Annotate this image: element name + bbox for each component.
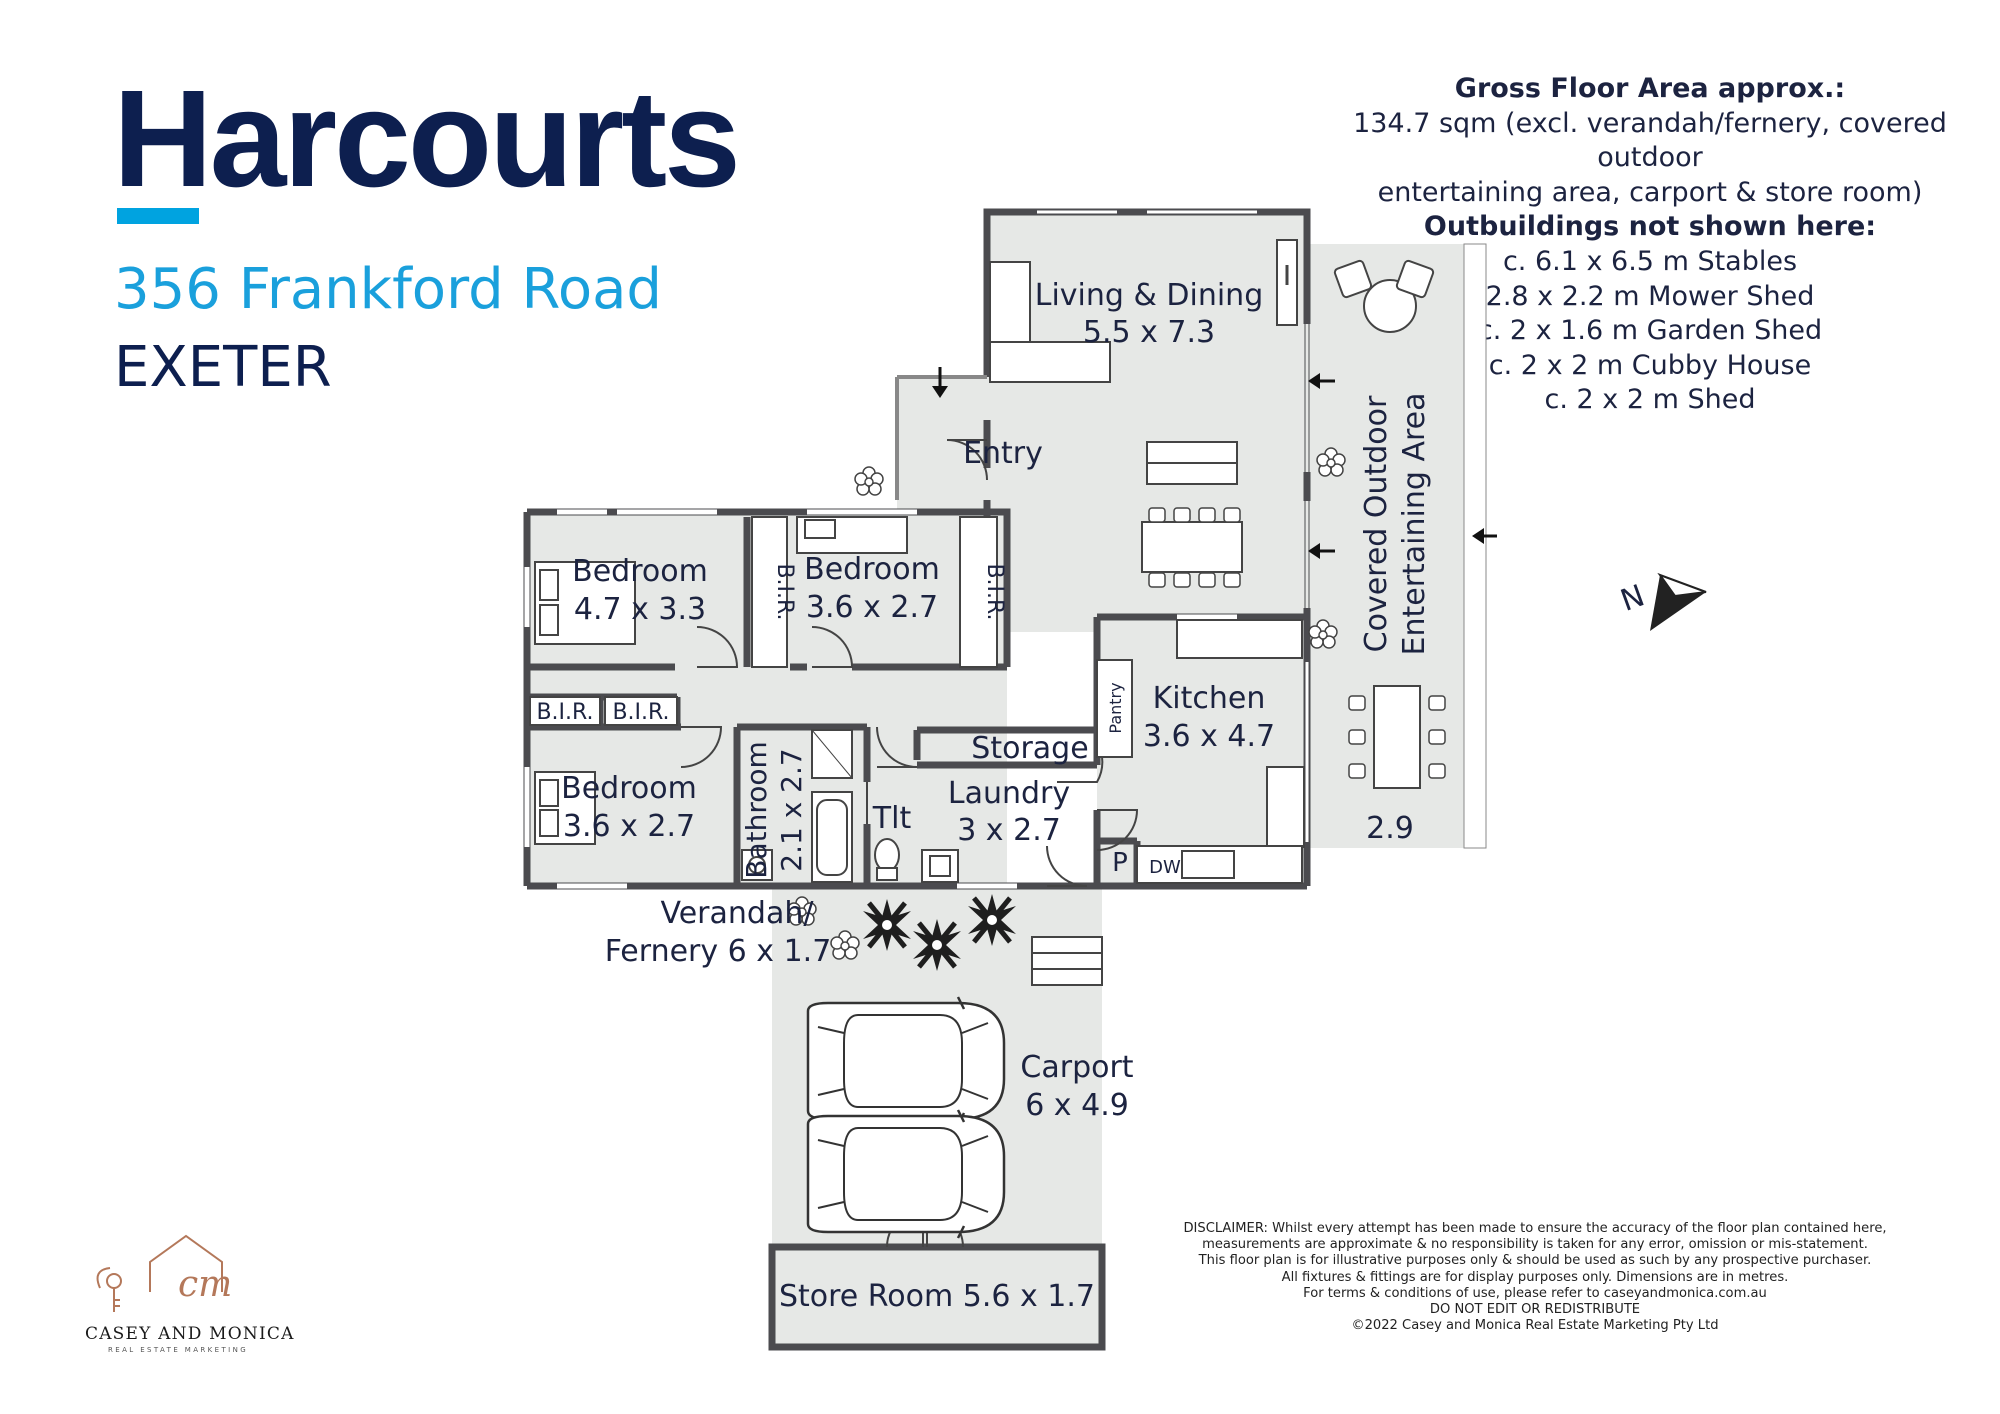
logo-monogram: cm [178, 1264, 232, 1305]
disclaimer: DISCLAIMER: Whilst every attempt has bee… [1150, 1221, 1920, 1334]
gfa-heading: Gross Floor Area approx.: [1454, 73, 1846, 104]
steps [1031, 936, 1103, 986]
casey-monica-sub: REAL ESTATE MARKETING [108, 1346, 249, 1354]
casey-monica-logo-icon: cm [96, 1234, 232, 1312]
entry-arrows [932, 367, 1497, 559]
laundry-dim: 3 x 2.7 [957, 813, 1061, 848]
outbuildings-heading: Outbuildings not shown here: [1423, 211, 1877, 243]
window-frames [1037, 209, 1310, 842]
gfa-line: entertaining area, carport & store room) [1377, 176, 1923, 208]
storage-label: Storage [971, 731, 1088, 766]
disclaimer-line: measurements are approximate & no respon… [1202, 1237, 1868, 1253]
bathroom-dim: 2.1 x 2.7 [775, 748, 808, 871]
bir-label: B.I.R. [772, 563, 797, 620]
bedroom1-name: Bedroom [572, 554, 708, 589]
fixtures [529, 239, 1446, 884]
outbuilding-item: c. 2 x 1.6 m Garden Shed [1477, 315, 1823, 347]
kitchen-name: Kitchen [1153, 681, 1266, 716]
outdoor-line2: Entertaining Area [1397, 393, 1432, 656]
outdoor-line1: Covered Outdoor [1359, 395, 1394, 652]
disclaimer-line: ©2022 Casey and Monica Real Estate Marke… [1351, 1318, 1719, 1334]
bir-label: B.I.R. [536, 700, 593, 725]
harcourts-logo: Harcourts [113, 62, 741, 216]
disclaimer-line: For terms & conditions of use, please re… [1303, 1285, 1767, 1301]
dishwasher-label: DW [1149, 857, 1181, 878]
entry-label: Entry [963, 436, 1043, 471]
brand-underline [117, 208, 199, 224]
carport-name: Carport [1020, 1050, 1133, 1085]
bathroom-name: Bathroom [740, 741, 773, 879]
disclaimer-line: All fixtures & fittings are for display … [1281, 1269, 1789, 1285]
kitchen-dim: 3.6 x 4.7 [1143, 719, 1275, 754]
pantry-p-label: P [1112, 848, 1128, 878]
carport-dim: 6 x 4.9 [1025, 1088, 1129, 1123]
outbuilding-item: c. 6.1 x 6.5 m Stables [1502, 245, 1798, 277]
outbuilding-item: c. 2 x 2 m Cubby House [1488, 349, 1812, 381]
casey-monica-name: CASEY AND MONICA [85, 1324, 295, 1344]
laundry-name: Laundry [948, 776, 1070, 811]
bir-label: B.I.R. [612, 700, 669, 725]
outdoor-dim: 2.9 [1366, 811, 1414, 846]
bedroom1-dim: 4.7 x 3.3 [574, 592, 706, 627]
room-labels: Living & Dining 5.5 x 7.3 Entry Bedroom … [561, 278, 1414, 1314]
bedroom2-dim: 3.6 x 2.7 [806, 590, 938, 625]
bedroom3-dim: 3.6 x 2.7 [563, 809, 695, 844]
bedroom2-name: Bedroom [804, 552, 940, 587]
floor-area-info: Gross Floor Area approx.: 134.7 sqm (exc… [1300, 72, 2000, 418]
suburb: EXETER [114, 335, 332, 400]
gfa-line: 134.7 sqm (excl. verandah/fernery, cover… [1353, 107, 1947, 174]
disclaimer-line: This floor plan is for illustrative purp… [1198, 1253, 1872, 1269]
rotated-labels: B.I.R. B.I.R. B.I.R. B.I.R. Pantry Bathr… [536, 393, 1432, 879]
outbuilding-item: 2.8 x 2.2 m Mower Shed [1485, 280, 1815, 312]
tlt-label: Tlt [872, 801, 912, 836]
pantry-label: Pantry [1106, 682, 1125, 733]
verandah-line2: Fernery 6 x 1.7 [605, 934, 832, 969]
compass-icon: N [1616, 572, 1707, 631]
cars [806, 995, 1006, 1240]
street-address: 356 Frankford Road [114, 257, 662, 322]
store-room-label: Store Room 5.6 x 1.7 [779, 1279, 1095, 1314]
outbuilding-item: c. 2 x 2 m Shed [1544, 384, 1756, 416]
living-dining-name: Living & Dining [1035, 278, 1264, 313]
bedroom3-name: Bedroom [561, 771, 697, 806]
compass-label: N [1616, 578, 1649, 619]
bir-label: B.I.R. [982, 563, 1007, 620]
disclaimer-line: DISCLAIMER: Whilst every attempt has bee… [1183, 1221, 1887, 1236]
living-dining-dim: 5.5 x 7.3 [1083, 315, 1215, 350]
windows [524, 209, 1310, 889]
disclaimer-line: DO NOT EDIT OR REDISTRIBUTE [1429, 1302, 1641, 1318]
verandah-line1: Verandah/ [661, 896, 815, 931]
